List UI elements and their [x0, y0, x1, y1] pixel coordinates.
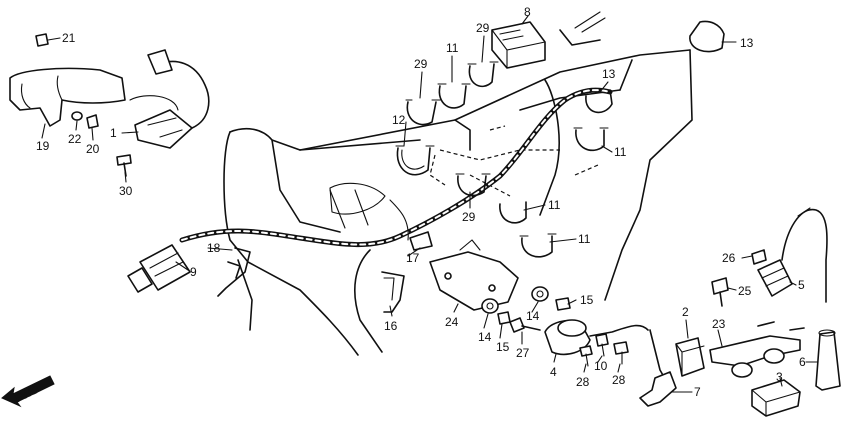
callout-19: 19 [36, 139, 50, 153]
part-9-connector [127, 244, 191, 293]
part-18-bracket [217, 247, 251, 297]
fwd-label: FWD [13, 384, 41, 406]
callout-2: 2 [682, 305, 689, 319]
callout-30: 30 [119, 184, 133, 198]
callout-15-a: 15 [496, 340, 510, 354]
part-25-bolt [711, 277, 729, 307]
callout-24: 24 [445, 315, 459, 329]
part-21-cap [35, 33, 49, 47]
part-28-bolt-a [579, 345, 593, 367]
part-1-unit [129, 49, 210, 149]
part-11-clip-c [499, 201, 527, 224]
part-30-bolt [116, 154, 132, 177]
part-3-rubber [751, 379, 801, 417]
callout-6: 6 [799, 355, 806, 369]
part-5-coil [757, 207, 828, 303]
callout-14-a: 14 [478, 330, 492, 344]
callout-11-d: 11 [578, 232, 591, 246]
part-17-clip [409, 231, 433, 251]
callout-22: 22 [68, 132, 82, 146]
part-6-boot [815, 329, 841, 391]
part-16-stay [381, 271, 405, 313]
callout-11-a: 11 [446, 41, 459, 55]
part-24-bracket [429, 239, 519, 311]
part-14-grommet-b [531, 286, 549, 302]
main-wire-harness [179, 87, 613, 248]
callout-4: 4 [550, 365, 557, 379]
callout-29-c: 29 [462, 210, 476, 224]
part-12-clamp [395, 145, 435, 176]
callout-15-b: 15 [580, 293, 594, 307]
part-8-regulator [491, 21, 546, 69]
part-15-spacer-a [497, 311, 511, 325]
callout-7: 7 [694, 385, 701, 399]
callout-9: 9 [190, 265, 197, 279]
part-26-washer [751, 249, 767, 265]
part-10-screw [595, 333, 609, 357]
callout-5: 5 [798, 278, 805, 292]
callout-12: 12 [392, 113, 406, 127]
callout-11-b: 11 [614, 145, 627, 159]
part-27-bolt [509, 317, 541, 333]
leader-lines [41, 15, 819, 393]
part-4-ignition-coil [544, 319, 669, 385]
callout-8: 8 [524, 5, 531, 19]
callout-21: 21 [62, 31, 76, 45]
part-19-cover [9, 67, 126, 127]
callout-18: 18 [207, 241, 221, 255]
callout-17: 17 [406, 251, 420, 265]
callout-29-a: 29 [414, 57, 428, 71]
part-22-washer [71, 111, 83, 121]
callout-20: 20 [86, 142, 100, 156]
callout-13-b: 13 [740, 36, 754, 50]
callout-28-a: 28 [576, 375, 590, 389]
forward-arrow-icon: FWD [1, 375, 55, 408]
part-13-clip-b [689, 20, 725, 53]
part-7-plug-cap [639, 371, 677, 407]
callout-28-b: 28 [612, 373, 626, 387]
part-29-clip-b [467, 61, 499, 88]
part-11-clip-a [437, 83, 471, 109]
part-28-bolt-b [613, 341, 629, 365]
part-13-clip-a [585, 89, 613, 114]
part-15-spacer-b [555, 297, 571, 311]
callout-labels: 21 1 19 22 20 30 9 18 17 16 12 29 11 29 … [36, 5, 806, 399]
part-11-clip-d [519, 233, 557, 258]
part-14-grommet-a [481, 298, 499, 314]
callout-23: 23 [712, 317, 726, 331]
part-11-clip-b [573, 127, 609, 152]
callout-11-c: 11 [548, 198, 561, 212]
callout-25: 25 [738, 284, 752, 298]
part-2-relay [675, 337, 705, 377]
part-29-clip-a [405, 99, 441, 126]
callout-27: 27 [516, 346, 530, 360]
callout-1: 1 [110, 126, 117, 140]
part-29-clip-c [455, 173, 491, 197]
callout-10: 10 [594, 359, 608, 373]
callout-26: 26 [722, 251, 736, 265]
callout-16: 16 [384, 319, 398, 333]
callout-13-a: 13 [602, 67, 616, 81]
callout-3: 3 [776, 370, 783, 384]
callout-29-b: 29 [476, 21, 490, 35]
callout-14-b: 14 [526, 309, 540, 323]
part-20-nut [86, 114, 99, 129]
part-23-bracket [709, 321, 805, 378]
